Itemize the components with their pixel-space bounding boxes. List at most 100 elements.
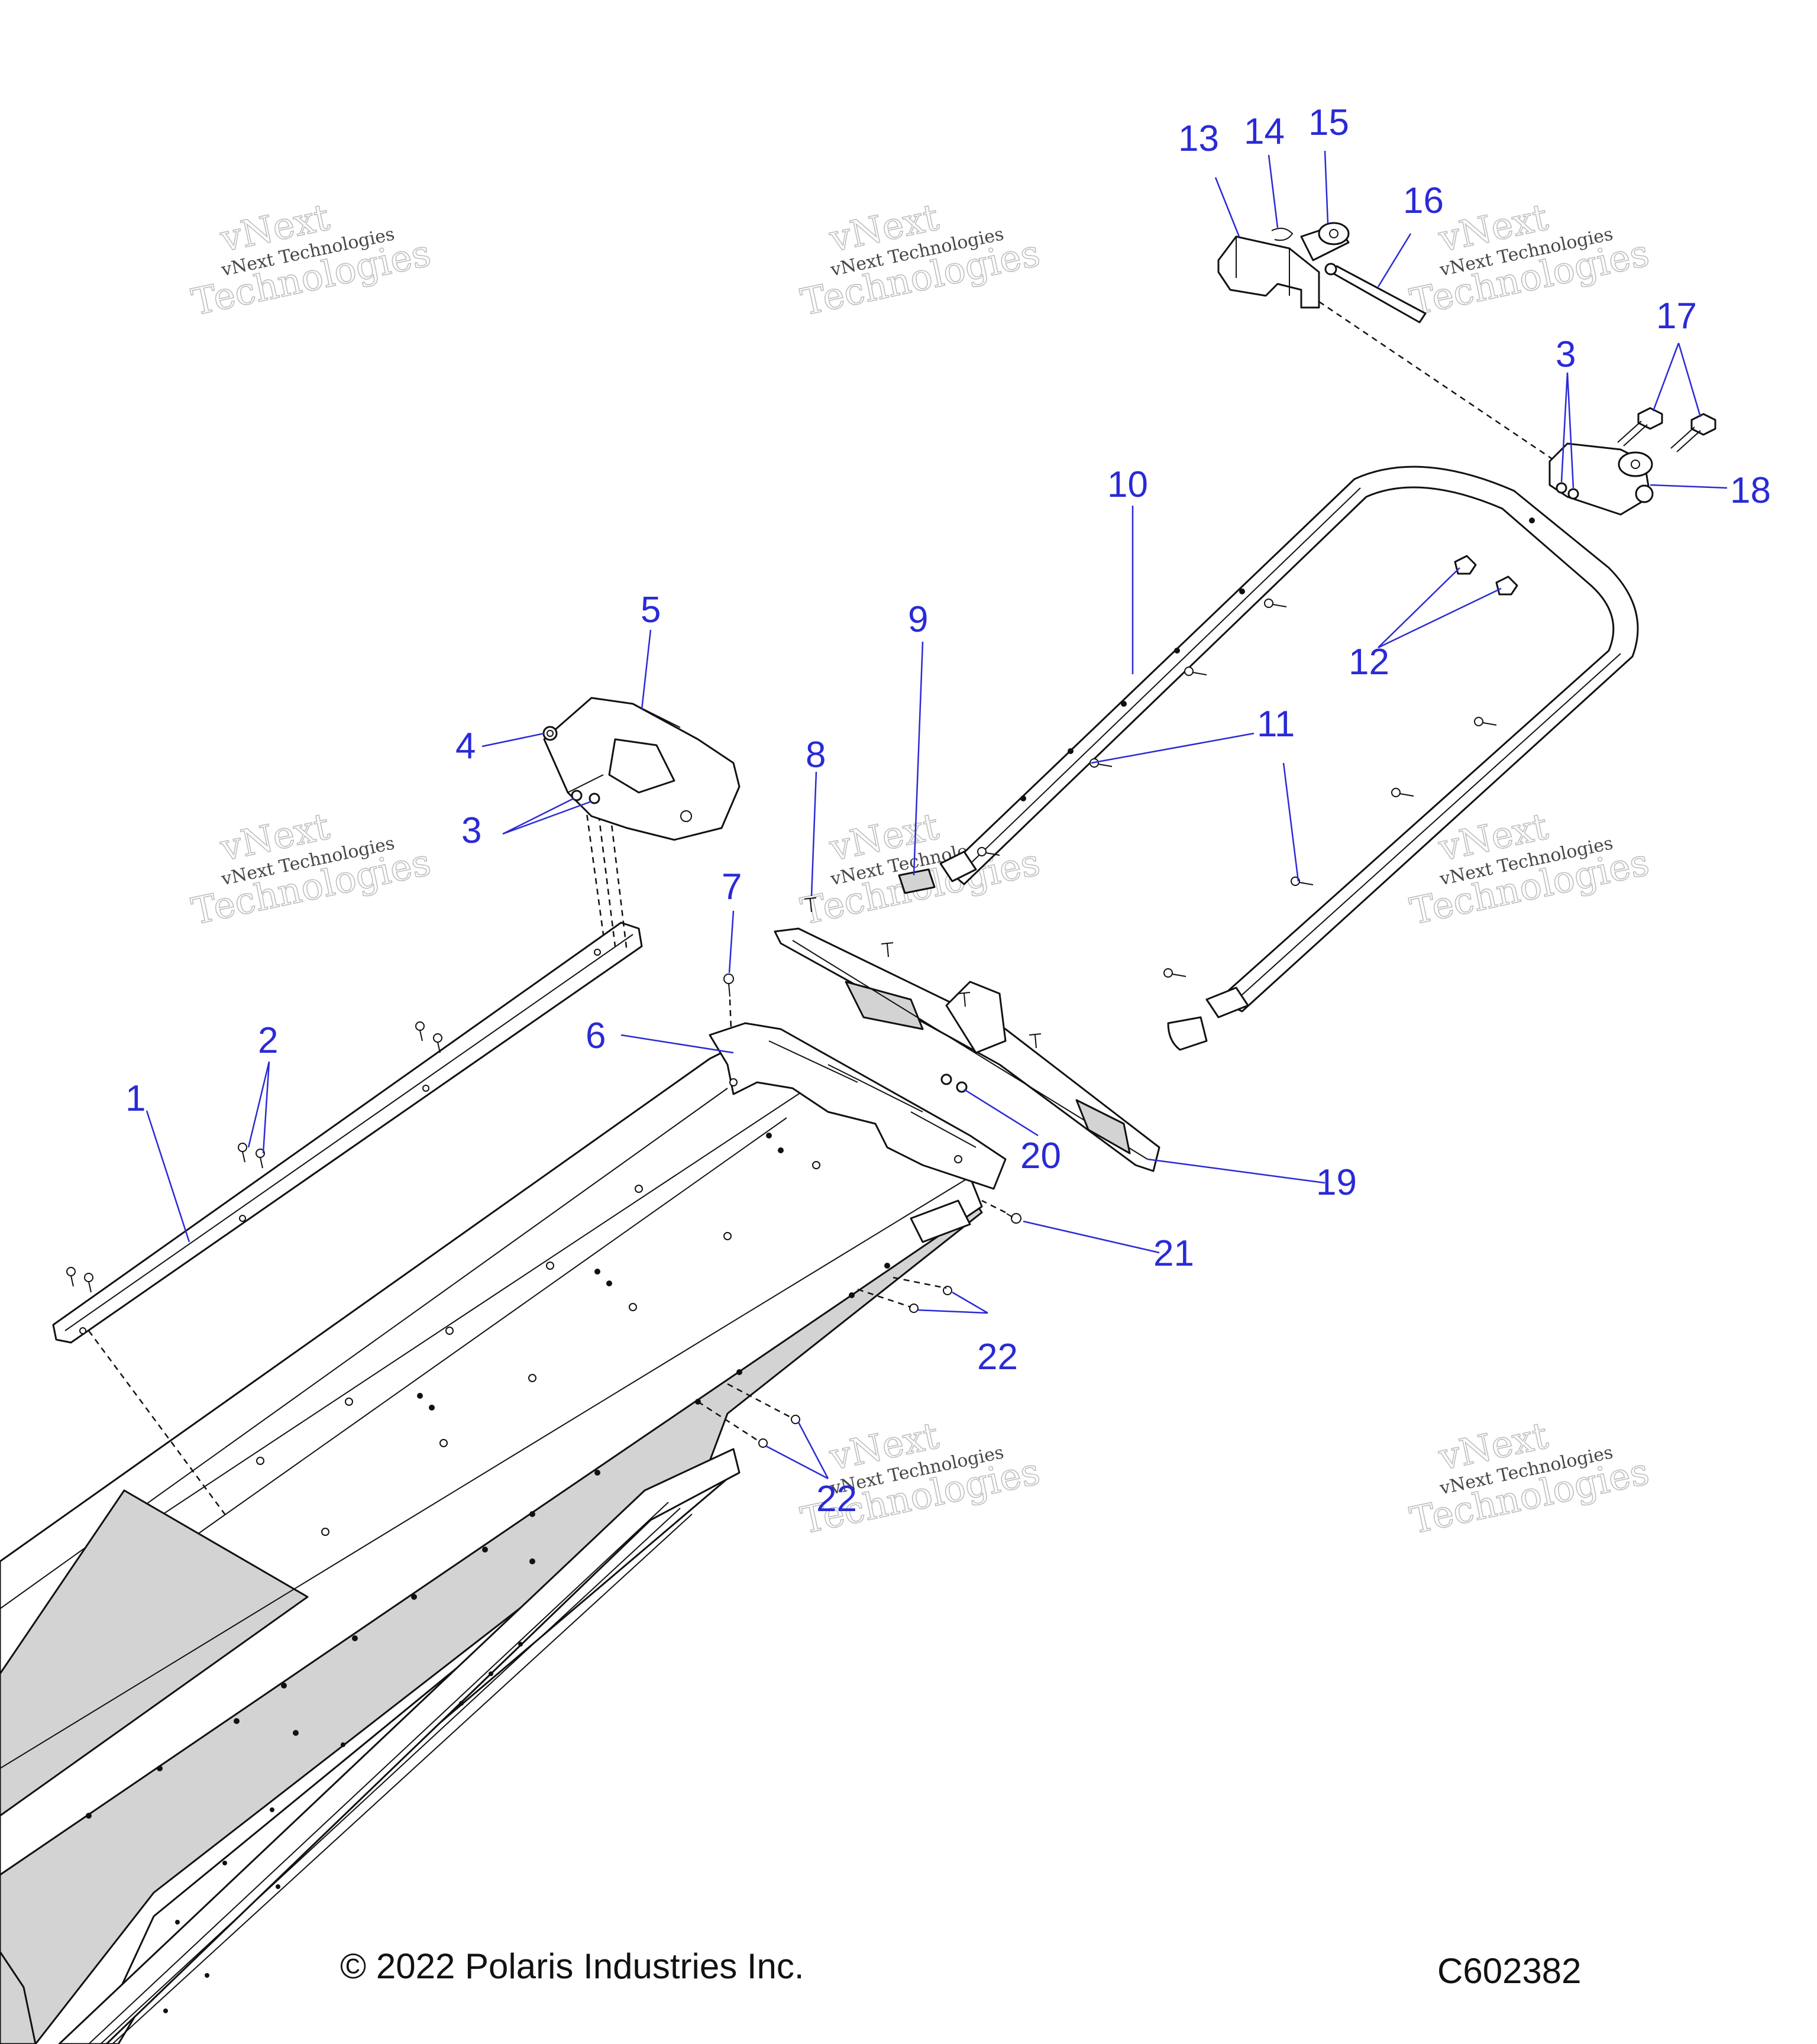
callout-12: 12 [1349, 642, 1389, 683]
part-19-bracket [774, 927, 1160, 1172]
callout-labels: 1 2 3 4 5 6 7 8 9 10 11 12 13 14 15 16 1… [125, 102, 1771, 1519]
handle-tube-end [1205, 987, 1249, 1018]
part-13-hinge-plate [1217, 235, 1320, 309]
callout-13: 13 [1178, 118, 1219, 159]
screw-icon [1291, 877, 1314, 886]
callout-10: 10 [1107, 464, 1148, 505]
rail-body [52, 921, 643, 1344]
screw-icon [977, 847, 1000, 856]
part-5-cover [543, 697, 741, 841]
callout-18: 18 [1730, 470, 1771, 511]
bracket-riser [945, 981, 1007, 1054]
part-18-hinge-bracket [1548, 442, 1654, 516]
bolt-icon [1617, 407, 1663, 447]
tunnel-step [910, 1199, 971, 1243]
diagram-code: C602382 [1437, 1951, 1582, 1991]
part-16-pin [1324, 263, 1427, 324]
callout-19: 19 [1316, 1162, 1357, 1203]
alignment-line [727, 1383, 793, 1419]
callout-17: 17 [1656, 296, 1697, 337]
callout-4: 4 [455, 726, 476, 767]
part-2-screws [66, 1021, 442, 1293]
callout-3-right: 3 [1556, 334, 1576, 375]
handle-end-cap [1167, 1016, 1208, 1051]
callout-21: 21 [1153, 1233, 1194, 1274]
copyright-text: © 2022 Polaris Industries Inc. [340, 1946, 804, 1986]
bracket-shadow [845, 981, 924, 1030]
screw-icon [433, 1033, 442, 1053]
handle-tube-end [939, 850, 977, 882]
screw-icon [415, 1021, 425, 1042]
tunnel-assembly [0, 1040, 983, 2044]
watermark-4: vNext vNext Technologies Technologies [187, 804, 435, 933]
part-7-screw [723, 974, 734, 997]
screw-icon [1163, 968, 1186, 978]
screw-icon [1474, 717, 1497, 726]
callout-15: 15 [1308, 102, 1349, 143]
alignment-line [584, 804, 604, 935]
stud-icon [881, 942, 894, 958]
part-14-clip [1271, 228, 1294, 241]
alignment-line [981, 1199, 1006, 1214]
plate-body [709, 1022, 1007, 1190]
callout-16: 16 [1403, 180, 1444, 221]
alignment-line [729, 999, 732, 1030]
callout-14: 14 [1244, 111, 1285, 152]
screw-icon [66, 1267, 76, 1287]
handle-holes [1020, 518, 1535, 801]
part-1-rail [52, 921, 643, 1344]
alignment-line [1318, 300, 1574, 474]
screw-icon [238, 1143, 247, 1163]
stud-icon [804, 897, 817, 913]
stud-icon [958, 992, 971, 1007]
part-22-screws-lower [758, 1415, 800, 1448]
callout-9: 9 [908, 599, 928, 640]
tunnel-top-holes [256, 1133, 820, 1536]
part-3-washers-right [1556, 482, 1579, 500]
leader-lines [146, 150, 1728, 1480]
part-21-screw [1006, 1213, 1021, 1224]
callout-3-left: 3 [461, 810, 481, 851]
watermark-8: vNext vNext Technologies Technologies [797, 1413, 1044, 1542]
screw-icon [256, 1149, 265, 1169]
callout-22-lower: 22 [816, 1479, 857, 1519]
callout-2: 2 [258, 1020, 278, 1061]
stud-icon [1029, 1033, 1042, 1049]
part-22-screws-upper [909, 1286, 952, 1313]
running-board-holes [163, 1642, 523, 2013]
part-9-plug [898, 868, 936, 894]
screw-icon [1184, 667, 1207, 676]
callout-6: 6 [586, 1015, 606, 1056]
footwell [0, 1951, 37, 2044]
alignment-line [608, 804, 628, 953]
alignment-line [893, 1276, 947, 1289]
part-15-bushing [1300, 222, 1350, 261]
callout-8: 8 [806, 735, 826, 775]
part-3-washers-left [571, 790, 600, 804]
alignment-line [857, 1288, 911, 1308]
watermark-9: vNext vNext Technologies Technologies [1406, 1413, 1653, 1542]
alignment-line [697, 1401, 761, 1443]
callout-7: 7 [722, 866, 742, 907]
screw-icon [1264, 599, 1287, 608]
screw-icon [84, 1273, 93, 1293]
cover-face [608, 738, 675, 794]
screw-icon [1391, 788, 1414, 797]
callout-22-upper: 22 [977, 1337, 1018, 1377]
part-4-nut [542, 726, 558, 741]
callout-20: 20 [1020, 1136, 1061, 1176]
watermark-1: vNext vNext Technologies Technologies [187, 195, 435, 324]
part-10-loop-handle [939, 465, 1639, 1018]
part-8-studs [804, 897, 1042, 1049]
watermark-2: vNext vNext Technologies Technologies [797, 195, 1044, 324]
part-12-nuts [1454, 555, 1518, 596]
handle-tube-outer [945, 465, 1639, 1013]
callout-5: 5 [641, 590, 661, 630]
part-17-bolts [1617, 407, 1716, 452]
callout-11: 11 [1257, 704, 1295, 745]
part-20-washers [940, 1073, 968, 1093]
tunnel-deck-panel [0, 1489, 309, 1817]
callout-1: 1 [125, 1078, 146, 1119]
part-6-plate [709, 1022, 1007, 1190]
